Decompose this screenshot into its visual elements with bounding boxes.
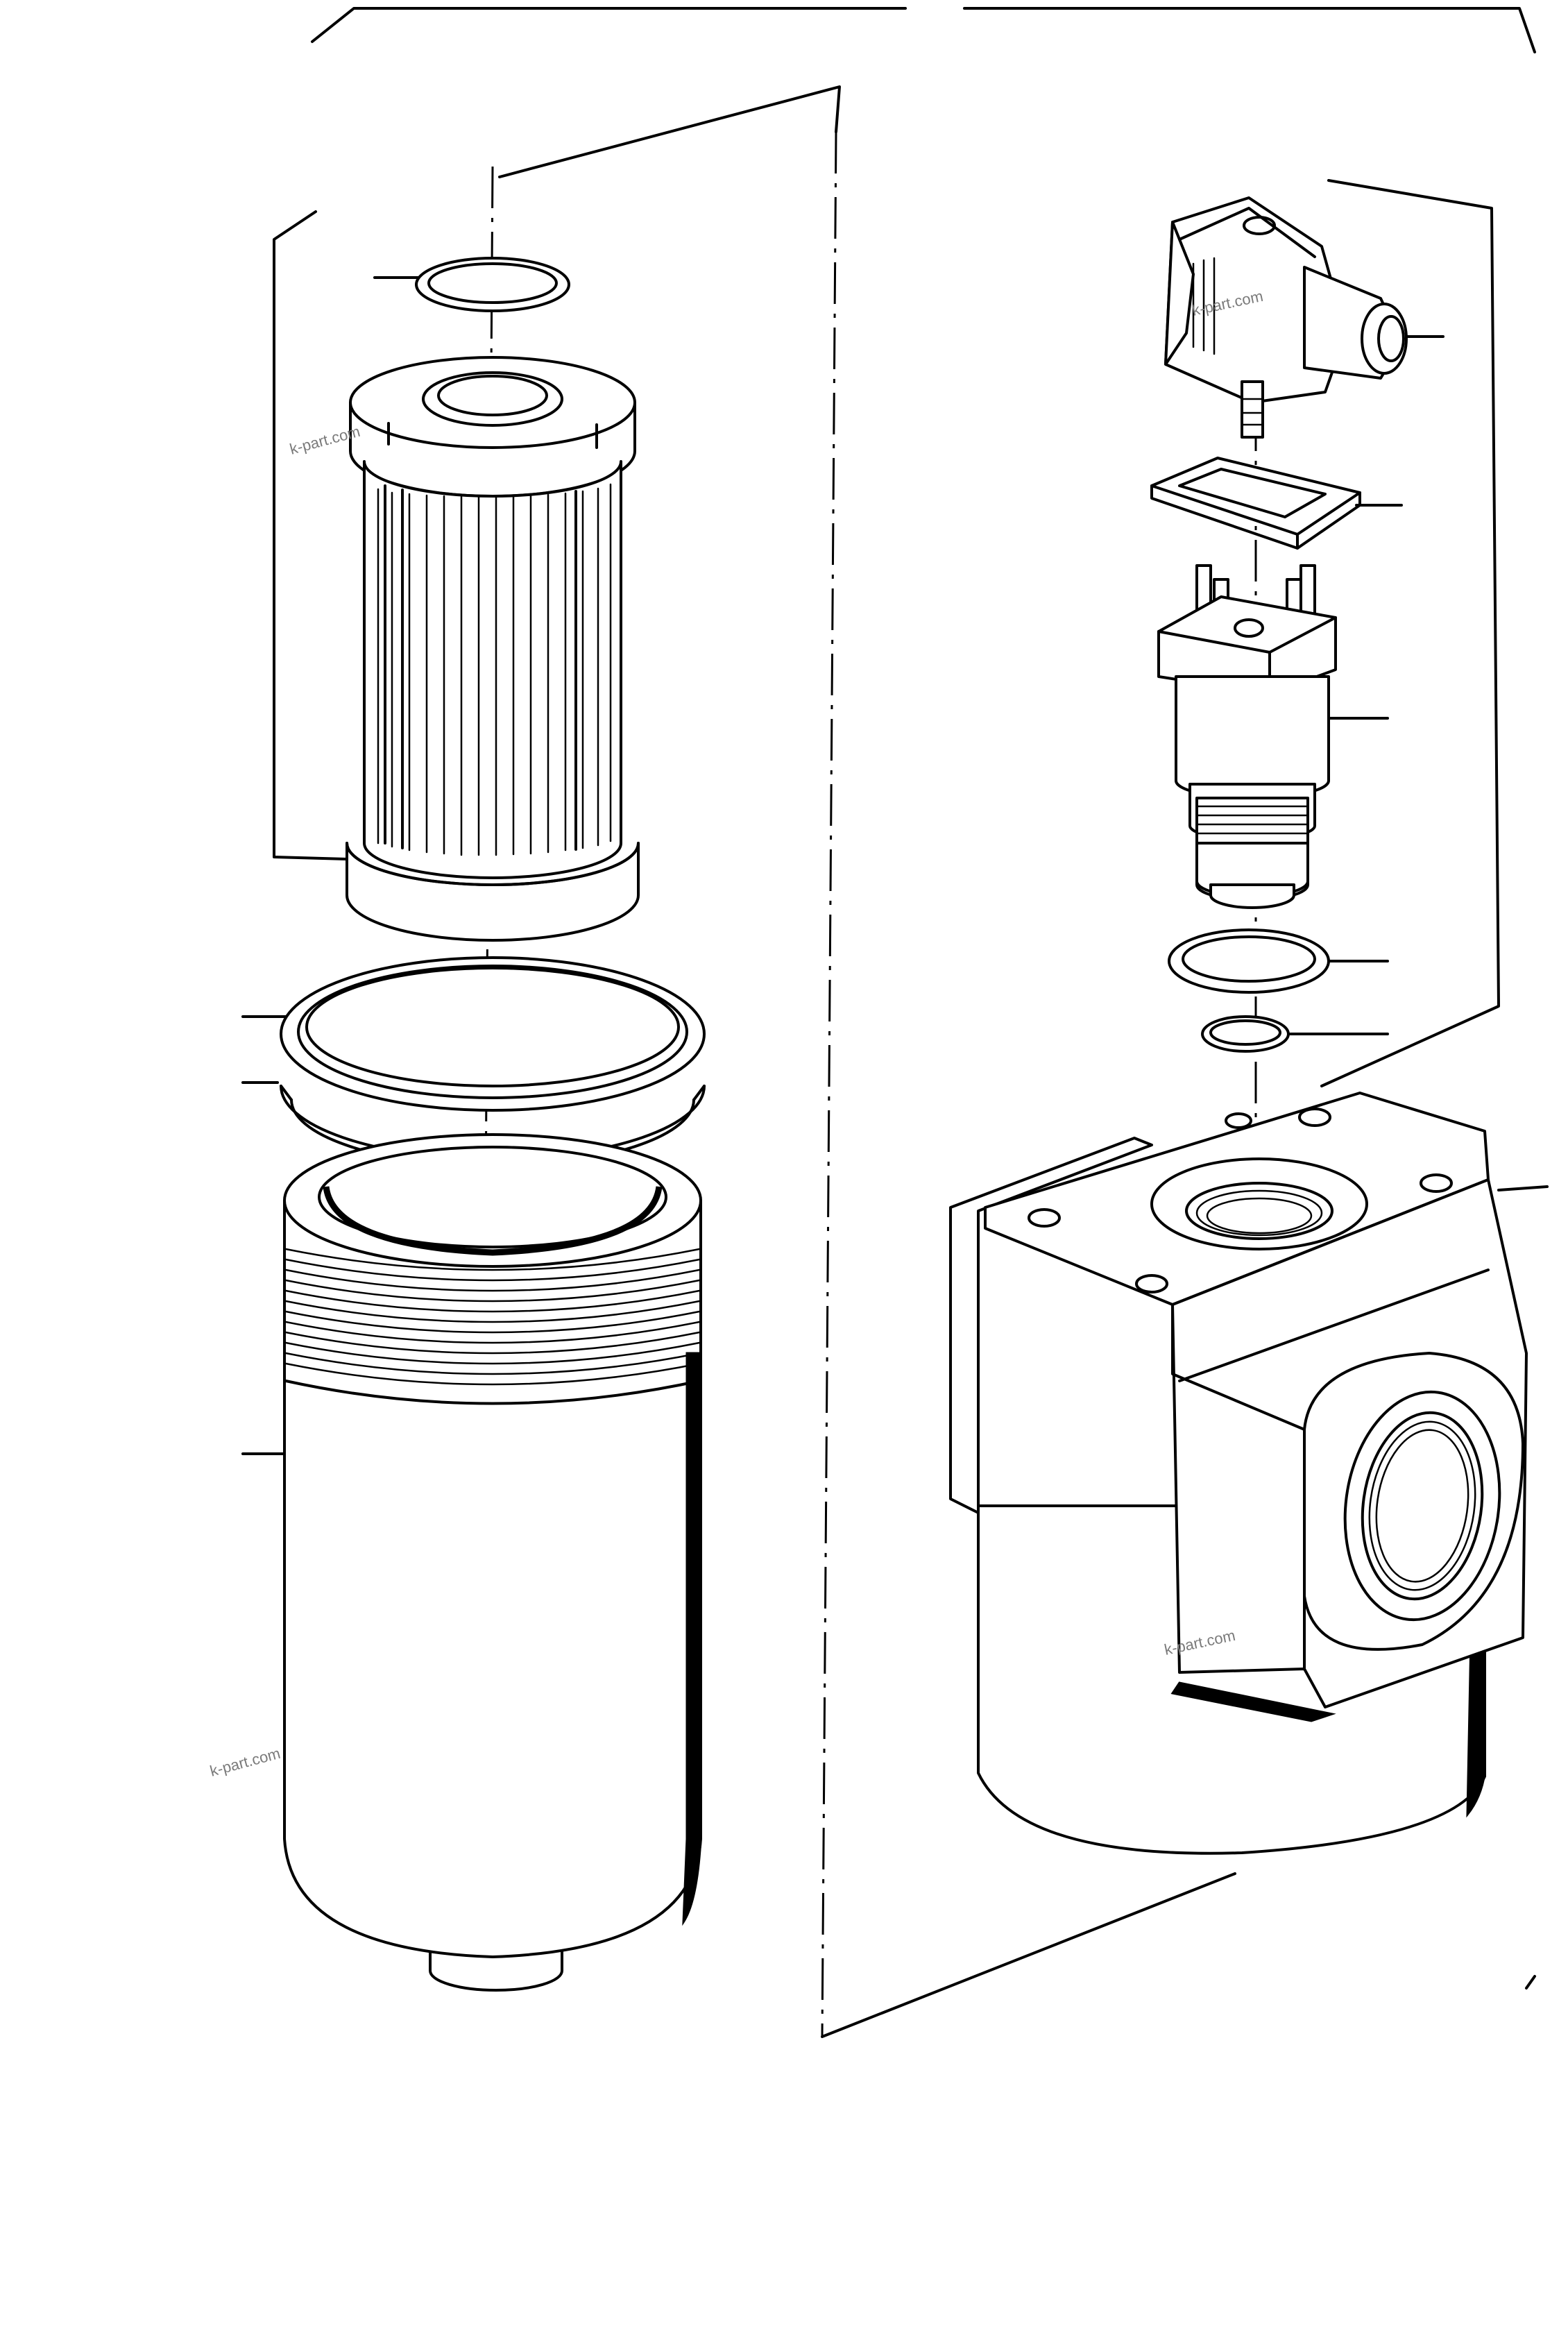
indicator-o-ring bbox=[1201, 1015, 1290, 1053]
clogging-indicator-switch bbox=[1157, 564, 1337, 909]
filter-head bbox=[949, 1092, 1528, 1855]
small-o-ring bbox=[415, 257, 570, 312]
filter-pleats bbox=[377, 483, 612, 856]
large-seal-ring bbox=[280, 956, 706, 1112]
filter-bowl bbox=[283, 1133, 702, 1992]
filter-element bbox=[346, 356, 640, 942]
stray-mark bbox=[1525, 1975, 1536, 1990]
leader-filter-head bbox=[1497, 1185, 1549, 1191]
indicator-sealing-washer bbox=[1168, 928, 1330, 994]
assembly-bracket-lines bbox=[273, 7, 1536, 2038]
watermark-text: k-part.com bbox=[208, 1745, 282, 1780]
electrical-connector-plug bbox=[1164, 196, 1408, 439]
connector-gasket bbox=[1150, 457, 1361, 550]
bowl-threads bbox=[284, 1248, 701, 1405]
